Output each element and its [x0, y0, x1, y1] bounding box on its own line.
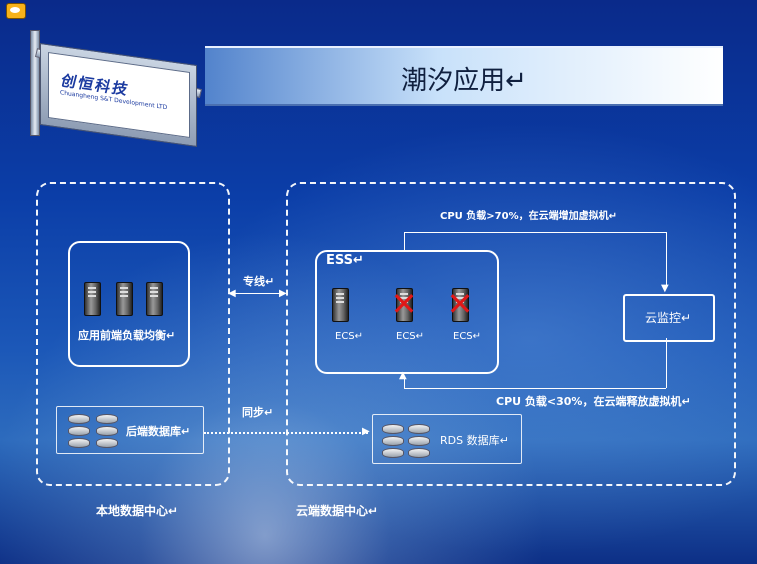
ecs-server-icon	[452, 288, 469, 322]
scale-down-rule: CPU 负载<30%，在云端释放虚拟机↵	[496, 395, 691, 408]
dedicated-line-label: 专线↵	[243, 275, 275, 288]
sync-label: 同步↵	[242, 406, 274, 419]
scale-up-rule: CPU 负载>70%，在云端增加虚拟机↵	[440, 211, 617, 222]
ecs-server-icon	[332, 288, 349, 322]
arrow-right-icon: ▶	[362, 426, 370, 437]
arrow-down-icon: ▼	[661, 283, 669, 294]
scale-up-line	[666, 232, 667, 288]
sign-pole	[30, 30, 40, 136]
database-icon	[408, 424, 430, 458]
scale-up-line	[404, 232, 666, 233]
arrow-left-icon: ◀	[228, 288, 236, 299]
local-datacenter-box	[36, 182, 230, 486]
ecs-label: ECS↵	[396, 331, 425, 342]
ess-box	[315, 250, 499, 374]
rds-label: RDS 数据库↵	[440, 434, 509, 447]
scale-down-line	[404, 376, 405, 388]
ecs-server-icon	[396, 288, 413, 322]
server-icon	[116, 282, 133, 316]
cloud-datacenter-box	[286, 182, 736, 486]
removed-x-icon: ✕	[390, 285, 418, 323]
frontend-lb-label: 应用前端负载均衡↵	[78, 329, 176, 342]
scale-down-line	[404, 388, 666, 389]
database-icon	[382, 424, 404, 458]
local-datacenter-label: 本地数据中心↵	[96, 504, 179, 518]
title-banner	[205, 46, 723, 106]
page-title: 潮汐应用↵	[401, 66, 527, 96]
removed-x-icon: ✕	[446, 285, 474, 323]
ecs-label: ECS↵	[335, 331, 364, 342]
ess-label: ESS↵	[326, 253, 364, 268]
dedicated-line	[234, 293, 282, 294]
server-icon	[84, 282, 101, 316]
frontend-lb-box	[68, 241, 190, 367]
arrow-right-icon: ▶	[279, 288, 287, 299]
backend-db-box	[56, 406, 204, 454]
server-icon	[146, 282, 163, 316]
arrow-up-icon: ▲	[399, 370, 407, 381]
ecs-label: ECS↵	[453, 331, 482, 342]
cloud-monitor-label: 云监控↵	[645, 311, 692, 325]
sync-line	[204, 432, 368, 434]
rds-box	[372, 414, 522, 464]
scale-down-line	[666, 338, 667, 388]
database-icon	[68, 414, 90, 448]
scale-up-line	[404, 232, 405, 250]
cloud-datacenter-label: 云端数据中心↵	[296, 504, 379, 518]
backend-db-label: 后端数据库↵	[126, 425, 191, 438]
comment-icon[interactable]	[6, 3, 26, 19]
database-icon	[96, 414, 118, 448]
cloud-monitor-box[interactable]	[623, 294, 715, 342]
